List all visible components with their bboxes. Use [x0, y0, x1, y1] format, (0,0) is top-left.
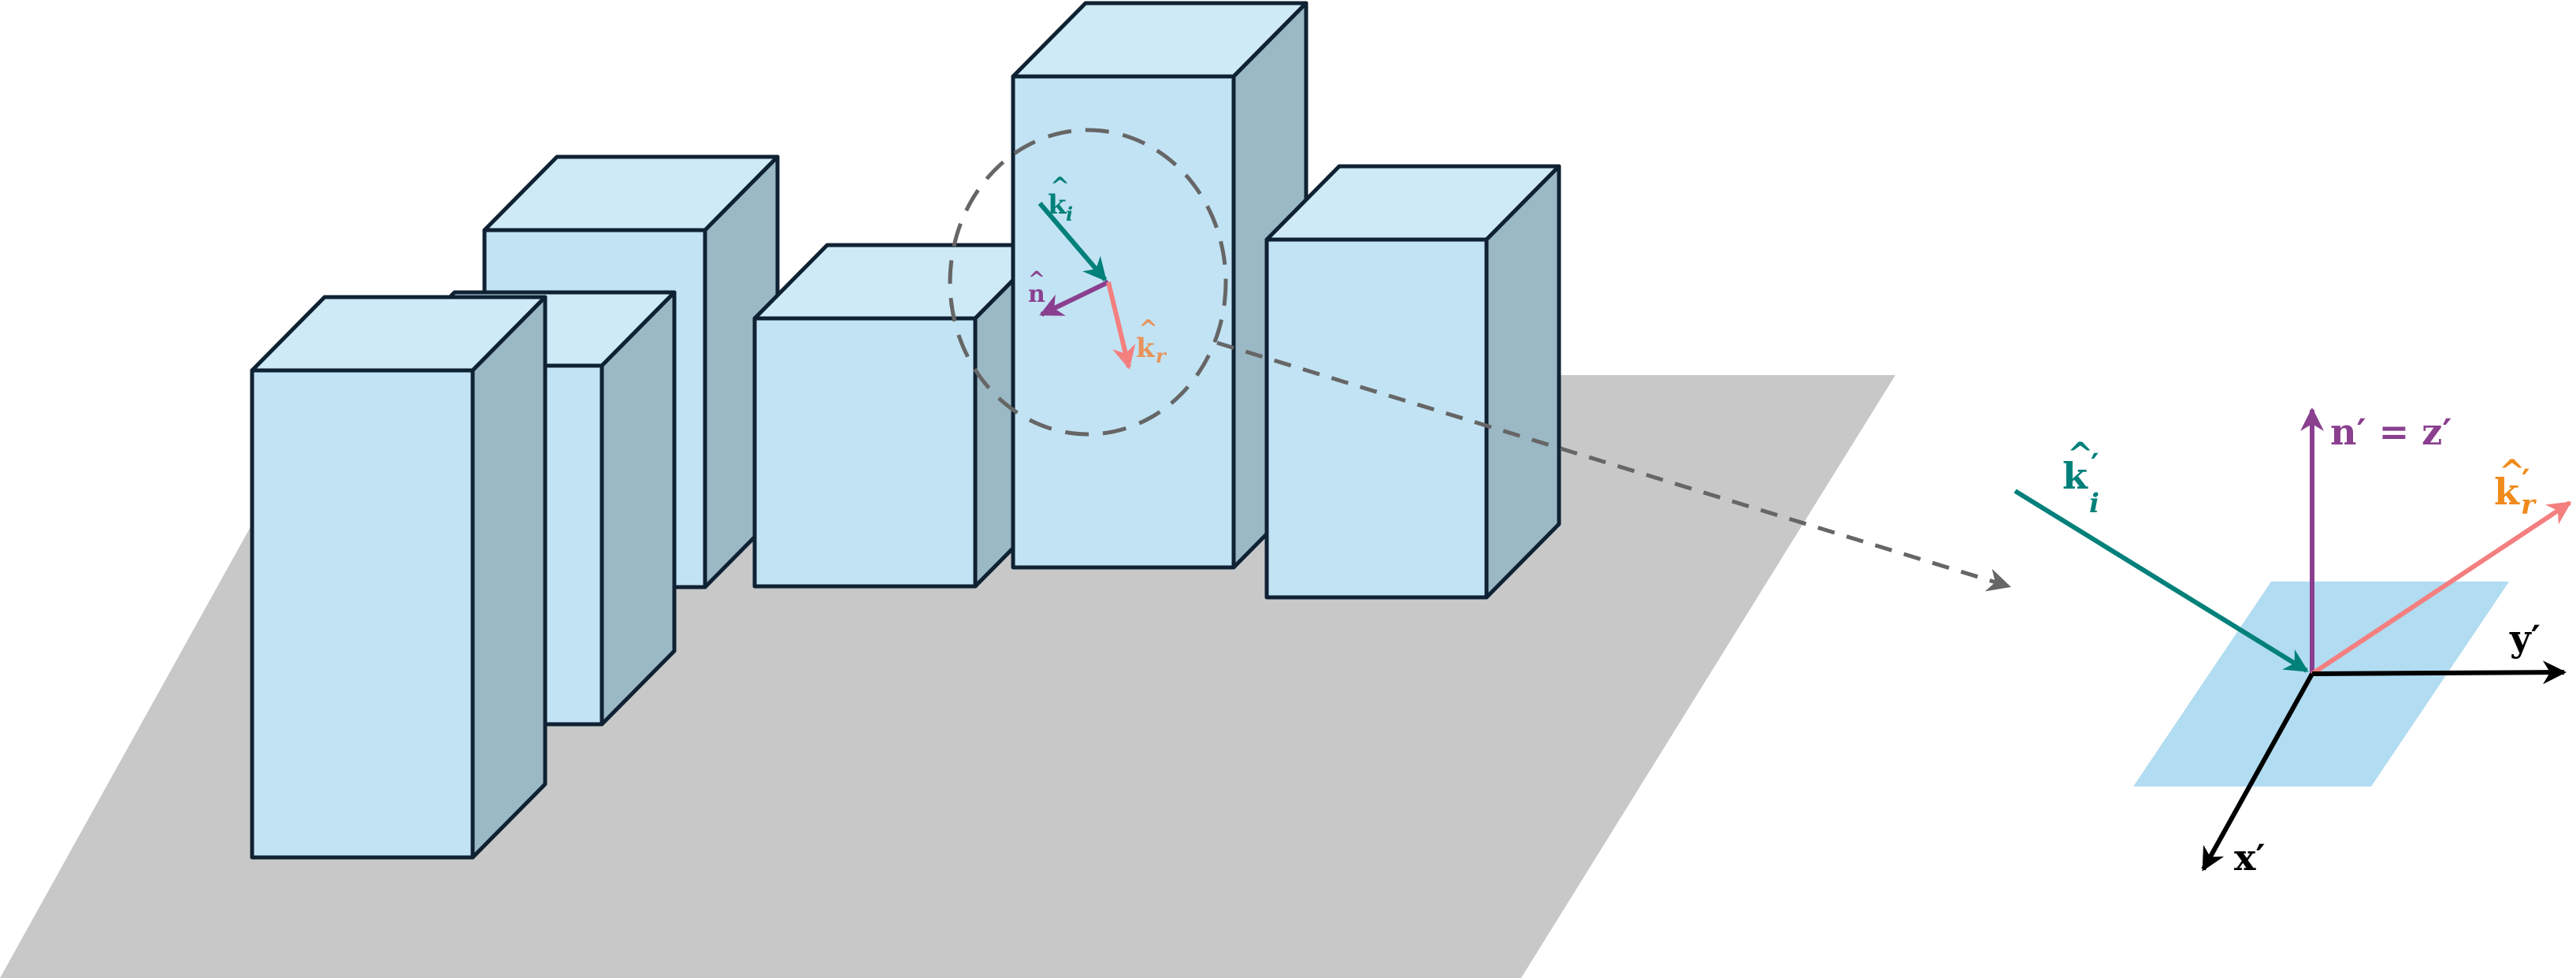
local-incident-arrow [2014, 489, 2309, 673]
normal-arrow [1039, 280, 1110, 317]
incident-label-sub: i [1066, 203, 1073, 225]
y-axis-label: y′ [2509, 617, 2541, 660]
local-reflected-label: ^ k ′ r [2494, 453, 2537, 521]
local-reflected-label-sub: r [2521, 489, 2537, 521]
normal-label-hat: ^ [1028, 268, 1045, 292]
x-axis-arrow [2201, 672, 2314, 872]
local-incident-label-prime: ′ [2091, 447, 2099, 484]
normal-label: ^ n [1028, 268, 1045, 308]
building-tall [1011, 1, 1308, 570]
local-reflected-label-hat: ^ [2499, 453, 2526, 490]
local-incident-label-hat: ^ [2067, 436, 2094, 473]
zoom-pointer-arrow [1216, 340, 2011, 592]
local-reflected-label-prime: ′ [2522, 463, 2530, 500]
local-reflected-arrow [2311, 500, 2572, 676]
building-center [752, 243, 1050, 589]
normal-label-text: n [1028, 281, 1045, 308]
building-right [1264, 164, 1561, 600]
incident-label: ^ k i [1048, 173, 1073, 225]
incident-label-text: k [1048, 189, 1067, 221]
reflected-ray-arrow [1106, 281, 1136, 370]
local-normal-label: n′ = z′ [2330, 411, 2452, 453]
incident-ray-arrow [1037, 202, 1108, 282]
reflected-label-sub: r [1156, 344, 1167, 367]
x-axis-label: x′ [2234, 836, 2266, 879]
local-reflected-label-text: k [2494, 470, 2520, 513]
reflected-label: ^ k r [1136, 315, 1167, 367]
zoom-circle [948, 128, 1228, 437]
incident-label-hat: ^ [1050, 173, 1070, 200]
reflected-label-text: k [1136, 333, 1156, 364]
local-surface-plane [2133, 582, 2509, 786]
local-incident-label-text: k [2062, 455, 2088, 497]
y-axis-arrow [2311, 660, 2567, 685]
reflected-label-hat: ^ [1138, 315, 1158, 343]
building-front-left [250, 295, 547, 860]
local-incident-label: ^ k ′ i [2062, 436, 2099, 519]
local-incident-label-sub: i [2089, 488, 2099, 519]
